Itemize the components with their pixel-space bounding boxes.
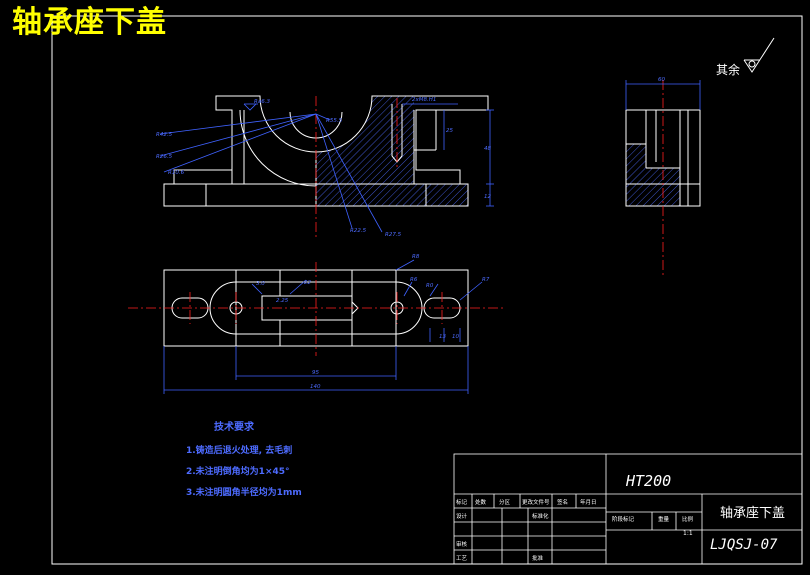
col-header-3: 分区	[499, 500, 511, 506]
material-label: HT200	[626, 472, 672, 490]
dim-left-r3: R10.6	[168, 170, 185, 176]
dim-plan-c1: 13	[439, 334, 446, 340]
dim-top-width: 60	[658, 77, 665, 83]
roughness-label: Ra6.3	[254, 99, 270, 105]
side-section-hatch	[626, 144, 680, 206]
side-view	[625, 109, 701, 207]
approve-label: 批准	[532, 556, 544, 562]
dim-right-r3: R27.5	[385, 232, 402, 238]
roughness-symbol-icon	[743, 37, 775, 73]
front-bore-mid	[239, 109, 317, 187]
dim-plan-r1: R8	[412, 254, 420, 260]
dim-plan-len-total: 140	[310, 384, 321, 390]
tech-notes-title: 技术要求	[214, 422, 254, 433]
dim-right-r1: R55.5	[326, 118, 343, 124]
dim-plan-r2: R6	[410, 277, 418, 283]
roughness-other-label: 其余	[716, 62, 740, 77]
weight-label: 重量	[658, 517, 670, 523]
dim-height-main: 48	[484, 146, 491, 152]
tech-note-2: 2.未注明倒角均为1×45°	[186, 467, 290, 477]
col-header-2: 处数	[475, 500, 487, 506]
plan-centerlines	[128, 262, 506, 356]
dim-plan-w3: 22	[304, 280, 311, 286]
dim-plan-r4: R7	[482, 277, 490, 283]
col-header-4: 更改文件号	[522, 500, 550, 506]
stage-label: 阶段标记	[612, 517, 635, 523]
dim-plan-w1: 3.0	[256, 281, 265, 287]
dim-height-base: 12	[484, 194, 491, 200]
tech-notes: 技术要求 1.铸造后退火处理, 去毛刺 2.未注明倒角均为1×45° 3.未注明…	[180, 418, 302, 506]
dim-plan-c2: 10	[452, 334, 459, 340]
dim-left-r1: R42.5	[156, 132, 173, 138]
scale-label: 比例	[682, 517, 694, 523]
row-label-process: 工艺	[456, 556, 468, 562]
dim-plan-r3: R0	[426, 283, 434, 289]
dim-hole-depth: 25	[446, 128, 453, 134]
drawing-number: LJQSJ-07	[710, 537, 778, 553]
dim-plan-len-mid: 95	[312, 370, 319, 376]
col-header-1: 标记	[456, 500, 468, 506]
row-label-review: 审核	[456, 542, 468, 548]
plan-dimensions	[163, 259, 483, 394]
dim-left-r2: R26.5	[156, 154, 173, 160]
std-label: 标准化	[532, 514, 549, 520]
dim-right-r2: R22.5	[350, 228, 367, 234]
drawing-frame	[51, 15, 803, 565]
front-view	[163, 95, 489, 207]
part-name-label: 轴承座下盖	[720, 506, 786, 521]
col-header-6: 年月日	[580, 500, 597, 506]
dim-plan-w2: 2.25	[276, 298, 289, 304]
banner-title: 轴承座下盖	[12, 5, 167, 40]
tech-note-1: 1.铸造后退火处理, 去毛刺	[186, 446, 293, 456]
front-centerlines	[315, 96, 398, 240]
dim-hole-callout: 2xM8.H1	[412, 97, 436, 103]
scale-value: 1:1	[683, 530, 693, 537]
title-block-grid	[453, 453, 803, 565]
tech-note-3: 3.未注明圆角半径均为1mm	[186, 488, 302, 498]
front-dimensions	[159, 103, 494, 233]
col-header-5: 签名	[557, 500, 569, 506]
row-label-design: 设计	[456, 514, 468, 520]
